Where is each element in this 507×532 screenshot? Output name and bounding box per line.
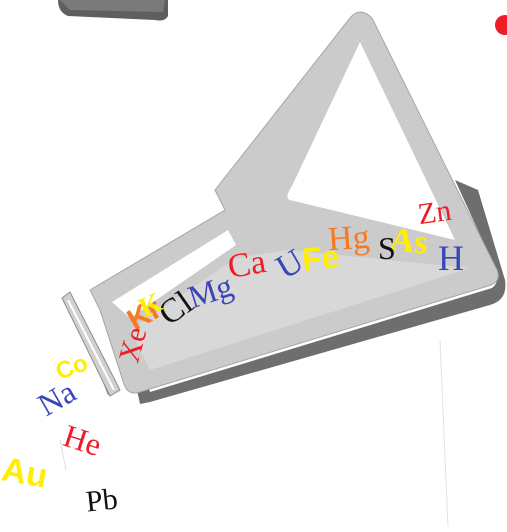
symbol-s: S [378,230,396,266]
symbol-au: Au [0,450,51,496]
symbol-ca: Ca [224,243,269,287]
symbol-h: H [438,238,464,278]
flask-shadow [150,180,506,402]
flask-inner-hollow [287,42,455,240]
red-dot [495,15,507,35]
symbol-pb: Pb [84,482,120,519]
flask-neck-slot [112,230,236,318]
